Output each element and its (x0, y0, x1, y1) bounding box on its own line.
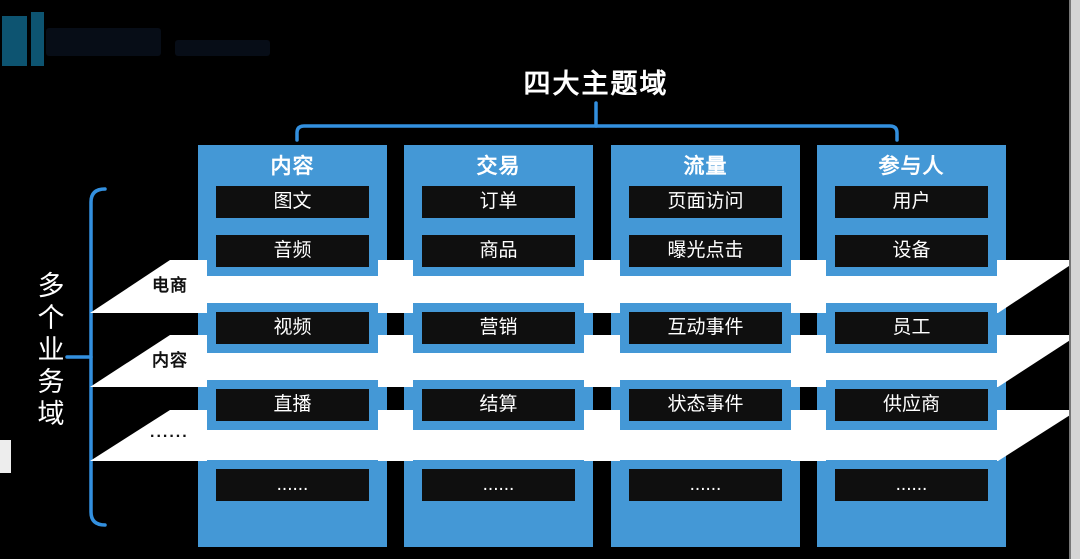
column-header: 流量 (683, 155, 728, 178)
logo-bar-left (2, 16, 27, 66)
entity-box-jiesuan: 结算 (413, 380, 584, 430)
entity-box-tuwen: 图文 (207, 177, 378, 227)
diagram-title: 四大主题域 (523, 69, 669, 99)
right-edge-strip (1071, 0, 1080, 559)
entity-box-yinpin: 音频 (207, 226, 378, 276)
band-label-more: ...... (150, 424, 189, 441)
entity-box-status: 状态事件 (620, 380, 791, 430)
top-brace (295, 124, 899, 142)
entity-box-yuangong: 员工 (826, 303, 997, 353)
logo-text-dim-1 (46, 28, 161, 56)
entity-box-shebei: 设备 (826, 226, 997, 276)
entity-box-more-1: ...... (207, 460, 378, 510)
column-header: 内容 (270, 155, 315, 178)
band-label-ecommerce: 电商 (152, 276, 188, 295)
left-brace (89, 187, 107, 527)
entity-box-exposure: 曝光点击 (620, 226, 791, 276)
entity-box-dingdan: 订单 (413, 177, 584, 227)
logo-bar-right (31, 12, 44, 66)
entity-box-more-4: ...... (826, 460, 997, 510)
logo-text-dim-2 (175, 40, 270, 56)
left-axis-label: 多个业务域 (37, 271, 65, 429)
entity-box-pageview: 页面访问 (620, 177, 791, 227)
column-header: 参与人 (878, 155, 945, 178)
band-label-content: 内容 (152, 351, 188, 370)
entity-box-shipin: 视频 (207, 303, 378, 353)
column-header: 交易 (476, 155, 521, 178)
entity-box-more-2: ...... (413, 460, 584, 510)
entity-box-gongyingshang: 供应商 (826, 380, 997, 430)
corner-fragment (0, 440, 11, 473)
entity-box-zhibo: 直播 (207, 380, 378, 430)
entity-box-yingxiao: 营销 (413, 303, 584, 353)
entity-box-yonghu: 用户 (826, 177, 997, 227)
entity-box-more-3: ...... (620, 460, 791, 510)
entity-box-shangpin: 商品 (413, 226, 584, 276)
entity-box-interact: 互动事件 (620, 303, 791, 353)
